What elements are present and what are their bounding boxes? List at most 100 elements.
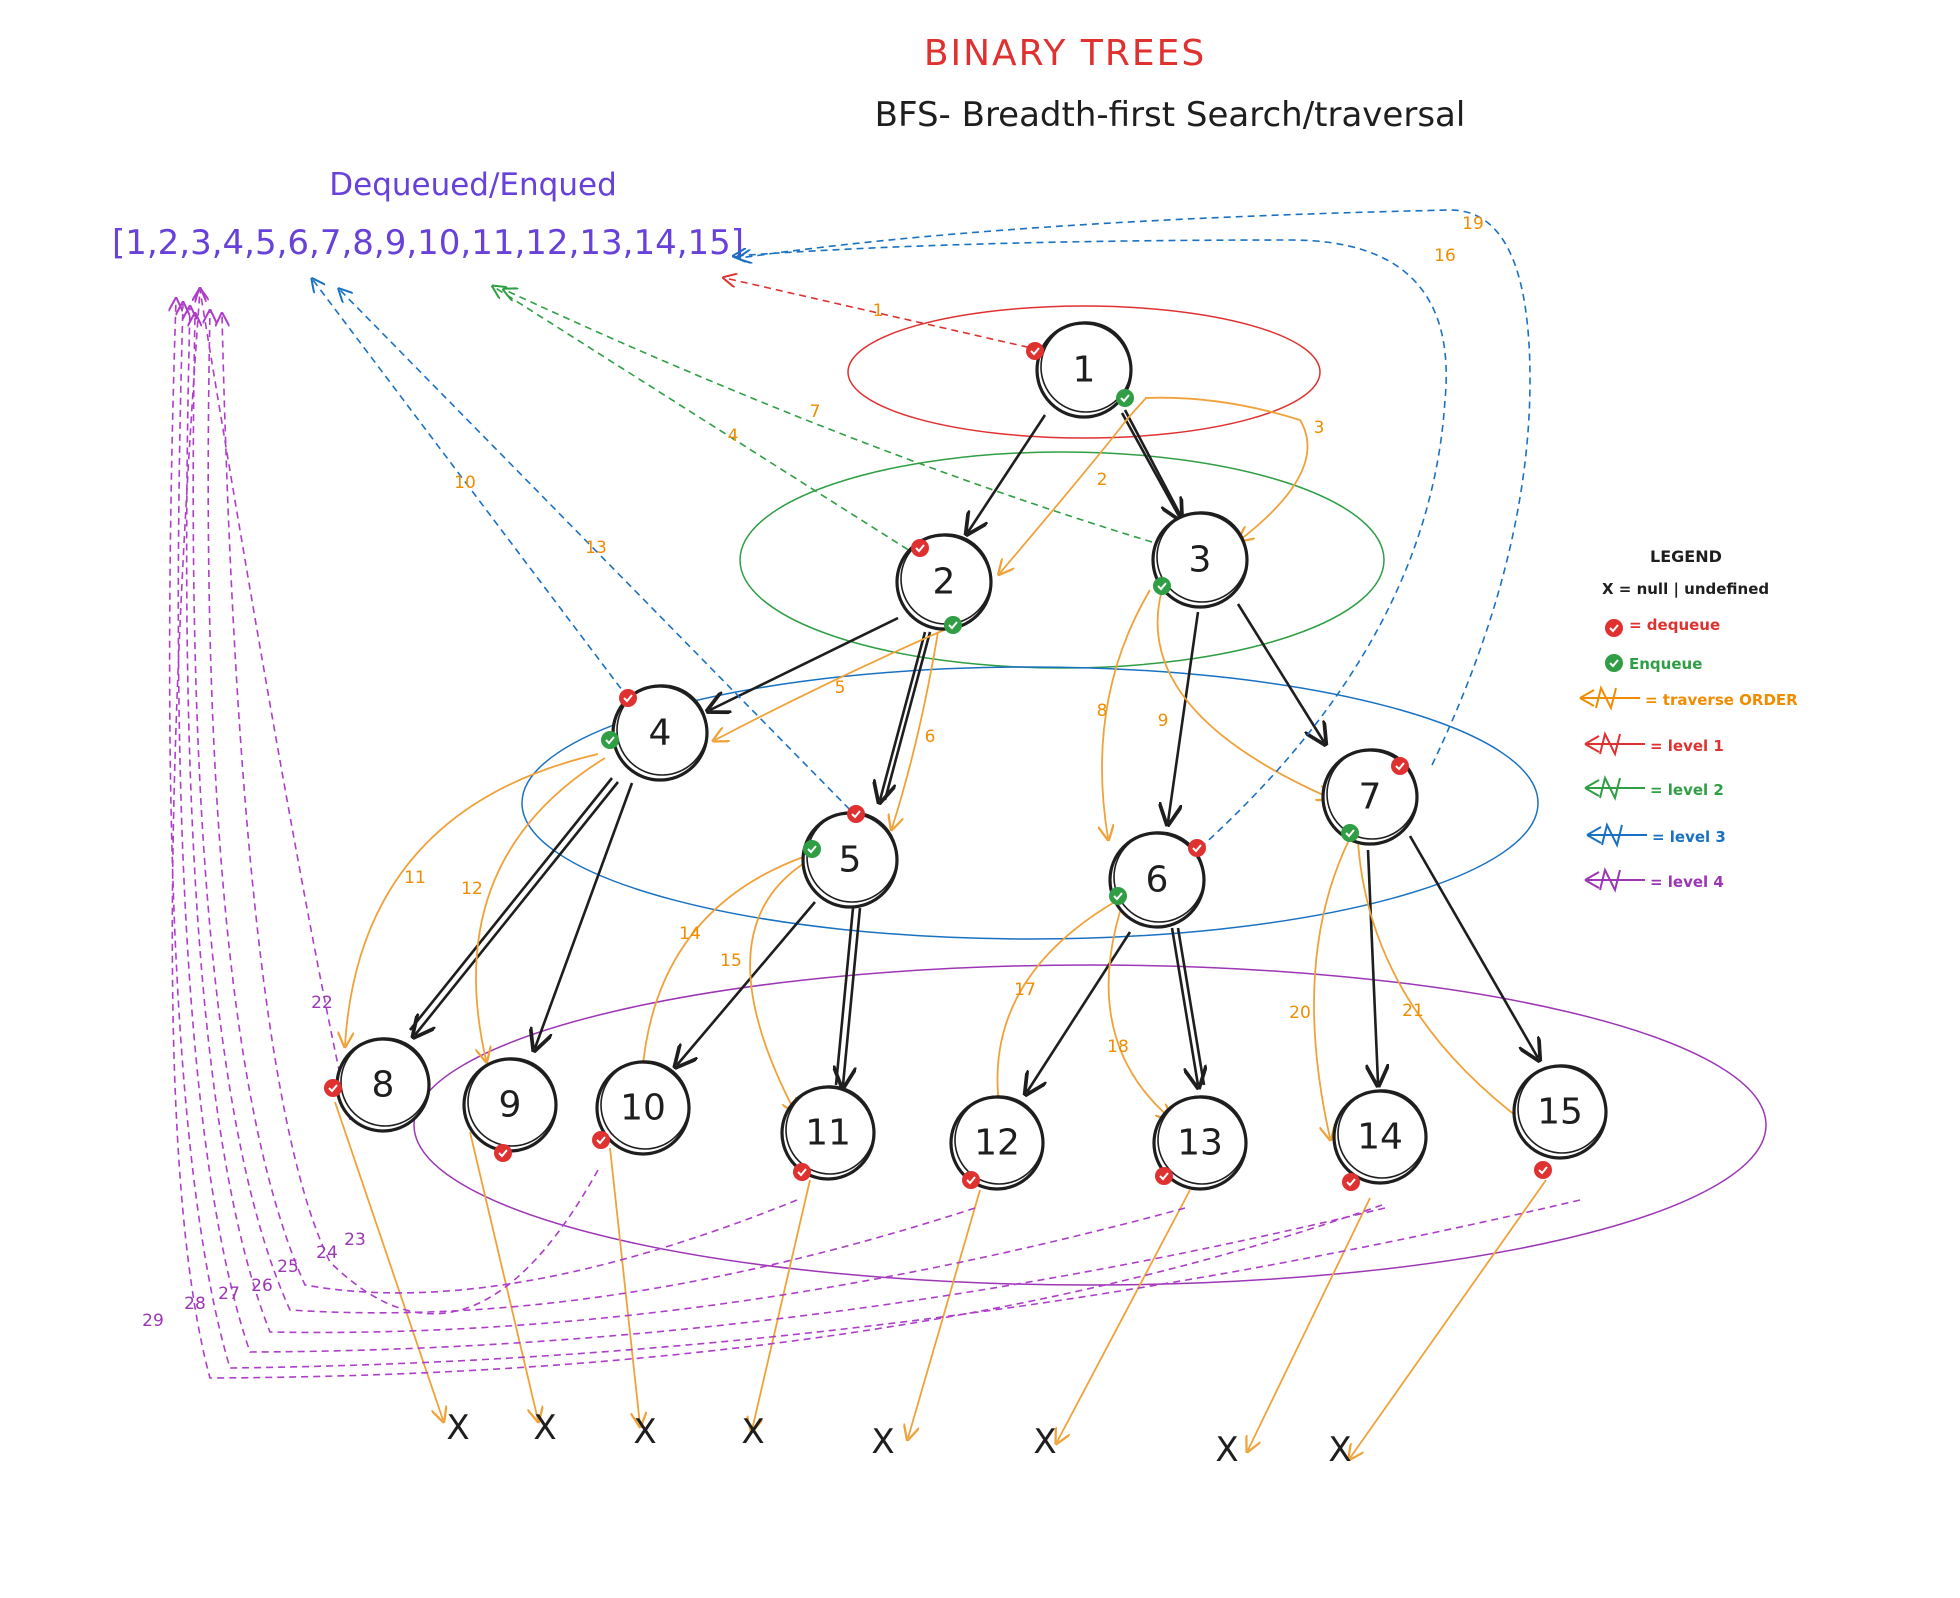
order-number: 28 bbox=[184, 1294, 206, 1314]
null-marker: X bbox=[1328, 1430, 1351, 1470]
legend-level-1: = level 1 bbox=[1650, 737, 1724, 755]
tree-edges bbox=[408, 409, 1538, 1092]
order-number: 11 bbox=[404, 868, 426, 888]
order-number: 12 bbox=[461, 879, 483, 899]
null-marker: X bbox=[633, 1412, 656, 1452]
arrow-icon-green bbox=[1584, 775, 1645, 801]
node-5-label: 5 bbox=[839, 840, 862, 881]
legend-level-4: = level 4 bbox=[1650, 873, 1724, 891]
node-12-label: 12 bbox=[974, 1123, 1020, 1164]
null-marker: X bbox=[741, 1412, 764, 1452]
arrow-icon-purple bbox=[1584, 867, 1645, 893]
order-number: 26 bbox=[251, 1276, 273, 1296]
traverse-arrows bbox=[334, 396, 1547, 1458]
arrow-icon-blue bbox=[1586, 822, 1647, 848]
node-8: 8 bbox=[335, 1037, 431, 1133]
enqueue-icon bbox=[1109, 887, 1127, 905]
order-number: 18 bbox=[1107, 1037, 1129, 1057]
dequeue-icon bbox=[847, 805, 865, 823]
order-number: 7 bbox=[810, 402, 821, 422]
order-number: 2 bbox=[1097, 470, 1108, 490]
legend-dequeue: = dequeue bbox=[1629, 616, 1720, 634]
node-14-label: 14 bbox=[1357, 1117, 1403, 1158]
enqueue-icon bbox=[944, 616, 962, 634]
node-9-label: 9 bbox=[499, 1085, 522, 1126]
dequeue-icon bbox=[619, 689, 637, 707]
legend-level-2: = level 2 bbox=[1650, 781, 1724, 799]
legend-null-def: X = null | undefined bbox=[1602, 580, 1769, 599]
legend: LEGEND X = null | undefined = dequeue En… bbox=[1579, 547, 1798, 893]
node-7: 7 bbox=[1321, 748, 1419, 846]
dequeue-icon bbox=[592, 1131, 610, 1149]
node-4-label: 4 bbox=[649, 713, 672, 754]
dequeue-badges bbox=[324, 342, 1552, 1191]
dequeue-icon bbox=[1155, 1167, 1173, 1185]
null-marker: X bbox=[1215, 1430, 1238, 1470]
node-12: 12 bbox=[949, 1095, 1045, 1191]
node-1: 1 bbox=[1035, 321, 1133, 419]
order-number: 15 bbox=[720, 951, 742, 971]
dequeue-icon bbox=[324, 1079, 342, 1097]
order-number: 23 bbox=[344, 1230, 366, 1250]
node-3: 3 bbox=[1151, 511, 1249, 609]
null-markers: X X X X X X X X bbox=[446, 1408, 1351, 1470]
dequeue-icon bbox=[494, 1144, 512, 1162]
node-5: 5 bbox=[801, 811, 899, 909]
enqueue-icon bbox=[1605, 654, 1623, 672]
node-7-label: 7 bbox=[1359, 777, 1382, 818]
dequeue-icon bbox=[962, 1171, 980, 1189]
order-number: 17 bbox=[1014, 980, 1036, 1000]
node-2-label: 2 bbox=[933, 562, 956, 603]
order-number: 21 bbox=[1402, 1001, 1424, 1021]
node-9: 9 bbox=[462, 1057, 558, 1153]
order-number: 5 bbox=[835, 678, 846, 698]
level-4-ellipse bbox=[413, 964, 1767, 1286]
node-11-label: 11 bbox=[805, 1113, 851, 1154]
order-number: 13 bbox=[585, 538, 607, 558]
legend-traverse: = traverse ORDER bbox=[1645, 691, 1798, 709]
node-2: 2 bbox=[895, 533, 993, 631]
legend-title: LEGEND bbox=[1650, 547, 1722, 566]
node-10: 10 bbox=[595, 1060, 691, 1156]
node-6: 6 bbox=[1108, 831, 1206, 929]
diagram-subtitle: BFS- Breadth-first Search/traversal bbox=[875, 95, 1466, 135]
order-number: 24 bbox=[316, 1243, 338, 1263]
node-14: 14 bbox=[1332, 1089, 1428, 1185]
node-8-label: 8 bbox=[372, 1065, 395, 1106]
enqueue-icon bbox=[1116, 389, 1134, 407]
enqueue-icon bbox=[601, 731, 619, 749]
order-number: 16 bbox=[1434, 246, 1456, 266]
dequeue-icon bbox=[1391, 757, 1409, 775]
enqueue-icon bbox=[1341, 824, 1359, 842]
node-11: 11 bbox=[780, 1085, 876, 1181]
dequeue-icon bbox=[1534, 1161, 1552, 1179]
level-4-arrows bbox=[170, 290, 1581, 1379]
order-number: 3 bbox=[1314, 418, 1325, 438]
order-number: 4 bbox=[728, 426, 739, 446]
level-3-ellipse bbox=[521, 666, 1539, 940]
null-marker: X bbox=[533, 1408, 556, 1448]
diagram-title: BINARY TREES bbox=[924, 33, 1206, 74]
node-15: 15 bbox=[1512, 1064, 1608, 1160]
order-number: 9 bbox=[1158, 711, 1169, 731]
node-10-label: 10 bbox=[620, 1088, 666, 1129]
node-4: 4 bbox=[611, 684, 709, 782]
legend-enqueue: Enqueue bbox=[1629, 655, 1702, 673]
dequeue-icon bbox=[1342, 1173, 1360, 1191]
queue-arrows bbox=[313, 209, 1531, 849]
order-number: 27 bbox=[218, 1284, 240, 1304]
order-number: 20 bbox=[1289, 1003, 1311, 1023]
queue-label: Dequeued/Enqued bbox=[329, 167, 617, 203]
dequeue-icon bbox=[911, 539, 929, 557]
dequeue-icon bbox=[1605, 619, 1623, 637]
node-13: 13 bbox=[1152, 1095, 1248, 1191]
dequeue-icon bbox=[793, 1163, 811, 1181]
queue-array: [1,2,3,4,5,6,7,8,9,10,11,12,13,14,15] bbox=[112, 223, 744, 263]
order-number: 10 bbox=[454, 473, 476, 493]
arrow-icon-red bbox=[1584, 731, 1645, 757]
dequeue-icon bbox=[1188, 839, 1206, 857]
order-number: 8 bbox=[1097, 701, 1108, 721]
level-2-ellipse bbox=[739, 451, 1385, 669]
enqueue-icon bbox=[1153, 577, 1171, 595]
